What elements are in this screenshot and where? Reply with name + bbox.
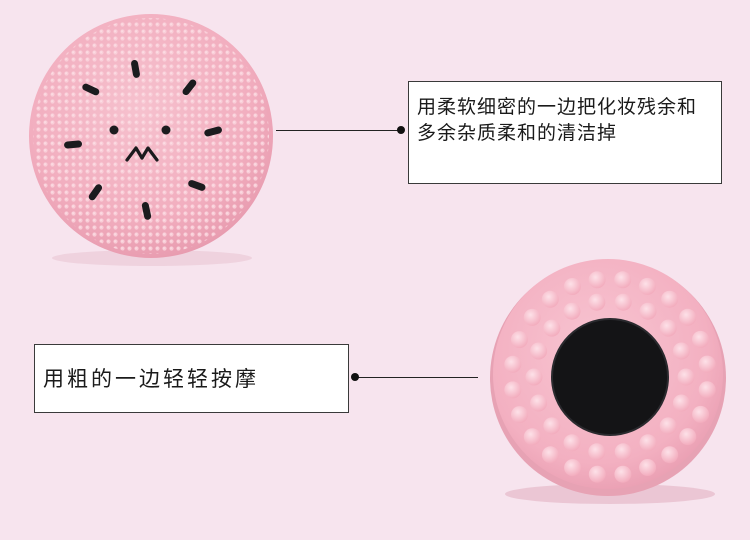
massage-nub (504, 355, 522, 373)
massage-nub (543, 417, 561, 435)
massage-nub (588, 443, 606, 461)
massage-nub (588, 293, 606, 311)
massage-nub (510, 331, 528, 349)
massage-nub (679, 308, 697, 326)
fine-side-pointer-dot (397, 126, 405, 134)
massage-nub (677, 368, 695, 386)
massage-nub (672, 342, 690, 360)
massage-nub (525, 368, 543, 386)
massage-nub (588, 465, 606, 483)
massage-nub (614, 443, 632, 461)
massage-nub (639, 459, 657, 476)
fine-side-leader-line (276, 130, 402, 131)
fine-side-callout: 用柔软细密的一边把化妆残余和多余杂质柔和的清洁掉 (408, 81, 722, 184)
massage-nub (564, 459, 582, 477)
coarse-side-brush (490, 259, 726, 504)
massage-nub (504, 381, 522, 399)
massage-nub (698, 355, 716, 373)
massage-nub (530, 342, 548, 360)
coarse-side-callout: 用粗的一边轻轻按摩 (34, 344, 349, 413)
fine-side-dash-marks (64, 59, 222, 220)
coarse-side-pointer-dot (351, 373, 359, 381)
massage-nub (541, 446, 559, 464)
fine-side-brush (29, 14, 273, 266)
massage-nub (639, 434, 657, 452)
massage-nub (679, 428, 697, 446)
massage-nub (659, 319, 677, 337)
massage-nub (692, 405, 710, 423)
massage-nub (692, 330, 709, 348)
bear-face-icon (109, 125, 171, 162)
massage-nub (563, 278, 581, 295)
massage-nub (661, 290, 679, 308)
massage-nubs (504, 271, 716, 483)
massage-nub (614, 271, 632, 289)
massage-nub (614, 293, 632, 311)
massage-nub (672, 394, 690, 412)
massage-nub (614, 465, 632, 483)
massage-nub (523, 308, 541, 326)
massage-nub (543, 319, 561, 337)
massage-nub (541, 290, 559, 308)
massage-nub (523, 428, 541, 446)
massage-nub (563, 302, 581, 320)
massage-nub (511, 406, 528, 424)
massage-nub (588, 271, 606, 289)
massage-nub (661, 446, 679, 464)
coarse-side-leader-line (356, 377, 478, 378)
massage-nub (639, 302, 657, 320)
massage-nub (563, 434, 581, 452)
massage-nub (638, 277, 656, 295)
massage-nub (698, 381, 716, 399)
massage-nub (659, 417, 677, 435)
massage-nub (530, 394, 548, 412)
